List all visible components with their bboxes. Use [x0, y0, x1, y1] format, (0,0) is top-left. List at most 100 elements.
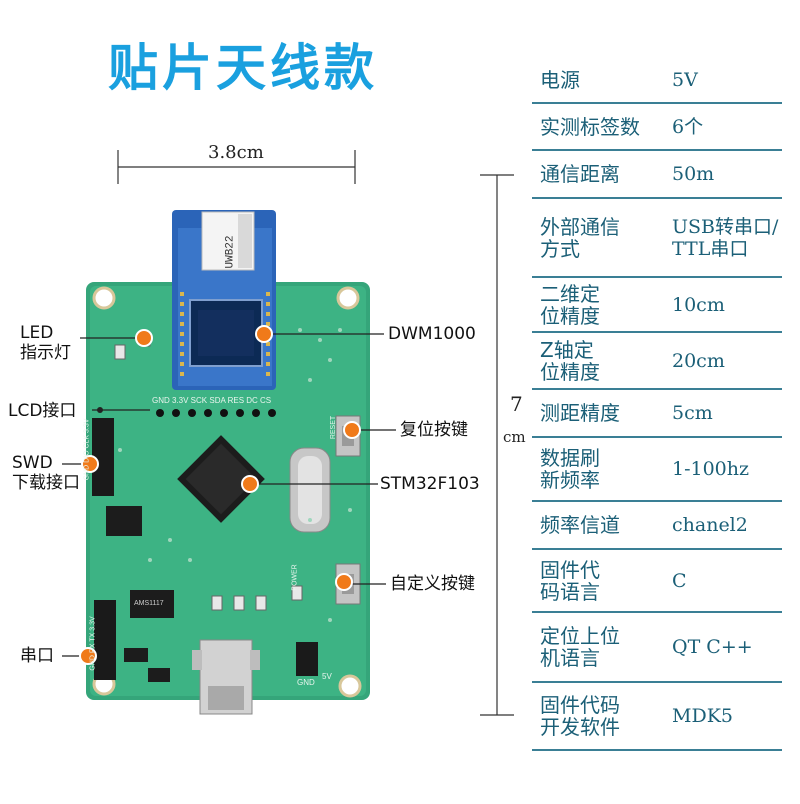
- spec-value-line: 50m: [672, 163, 715, 185]
- swd-header: [92, 418, 114, 496]
- spec-label-line: 二维定: [540, 281, 600, 306]
- module-label: UWB22: [224, 235, 237, 269]
- header-silkscreen: GND 3.3V SCK SDA RES DC CS: [152, 396, 272, 405]
- spec-row: 频率信道 chanel2: [532, 502, 782, 550]
- spec-label: 通信距离: [540, 163, 620, 185]
- spec-label-line: 测距精度: [540, 401, 620, 425]
- spec-row: 实测标签数 6个: [532, 104, 782, 151]
- spec-label-line: 定位上位: [540, 624, 620, 648]
- height-unit: cm: [503, 428, 526, 446]
- board-illustration: [62, 150, 514, 716]
- 5v-silkscreen: 5V: [322, 672, 332, 681]
- callout-led-line1: LED: [20, 323, 54, 343]
- spec-label-line: 机语言: [540, 646, 600, 670]
- small-chip: [106, 506, 142, 536]
- callout-dwm: DWM1000: [388, 324, 476, 344]
- spec-value-line: MDK5: [672, 705, 733, 727]
- spec-label-line: 位精度: [540, 359, 600, 384]
- spec-row: 固件代码开发软件 MDK5: [532, 683, 782, 751]
- width-label: 3.8cm: [208, 142, 264, 163]
- spec-value: C: [672, 570, 687, 592]
- callout-swd-line1: SWD: [12, 453, 53, 473]
- callout-dot-led: [135, 329, 153, 347]
- callout-swd: SWD 下载接口: [12, 453, 80, 493]
- spec-value-line: QT C++: [672, 636, 753, 658]
- gnd-silkscreen: GND: [297, 678, 315, 687]
- spec-label: 二维定位精度: [540, 283, 600, 327]
- spec-row: 电源 5V: [532, 58, 782, 104]
- callout-dot-dwm: [255, 325, 273, 343]
- callout-swd-line2: 下载接口: [12, 473, 80, 493]
- spec-value: MDK5: [672, 705, 733, 727]
- reset-silkscreen: RESET: [330, 415, 338, 440]
- uart-silkscreen: GND RX TX 3.3V: [89, 616, 97, 671]
- spec-value-line: 20cm: [672, 349, 725, 372]
- spec-row: 外部通信方式 USB转串口/TTL串口: [532, 199, 782, 278]
- spec-label: 固件代码开发软件: [540, 694, 620, 738]
- spec-label-line: 实测标签数: [540, 114, 640, 139]
- spec-value-line: 6个: [672, 115, 704, 138]
- spec-label-line: Z轴定: [540, 337, 594, 362]
- spec-value-line: 5V: [672, 69, 698, 91]
- spec-label: 电源: [540, 69, 580, 91]
- spec-value-line: 5cm: [672, 402, 713, 424]
- callout-led-line2: 指示灯: [20, 343, 71, 363]
- callout-uart: 串口: [20, 646, 54, 666]
- spec-label-line: 固件代: [540, 557, 600, 582]
- spec-label-line: 方式: [540, 236, 580, 261]
- swd-silkscreen: GND DIO CLK 3.3V: [83, 418, 91, 481]
- spec-label-line: 开发软件: [540, 715, 620, 739]
- callout-reset: 复位按键: [400, 420, 468, 440]
- spec-value: chanel2: [672, 514, 748, 536]
- spec-label: 定位上位机语言: [540, 625, 620, 669]
- spec-value: 50m: [672, 163, 714, 185]
- regulator-chip: [130, 590, 174, 618]
- height-number: 7: [510, 392, 523, 416]
- spec-row: 二维定位精度 10cm: [532, 278, 782, 333]
- spec-value-line: C: [672, 569, 687, 592]
- spec-value: 20cm: [672, 350, 725, 372]
- spec-label: 固件代码语言: [540, 559, 600, 603]
- spec-label: 实测标签数: [540, 116, 640, 138]
- page-title: 贴片天线款: [108, 39, 378, 97]
- callout-dot-lcd: [97, 407, 103, 413]
- spec-label: 频率信道: [540, 514, 620, 536]
- lcd-header: [156, 409, 276, 417]
- callout-lcd: LCD接口: [8, 401, 77, 421]
- spec-row: 定位上位机语言 QT C++: [532, 613, 782, 683]
- spec-label-line: 固件代码: [540, 693, 620, 717]
- regulator-silkscreen: AMS1117: [134, 600, 164, 607]
- spec-label-line: 位精度: [540, 303, 600, 328]
- callout-dot-reset: [343, 421, 361, 439]
- board-photo: UWB22 GND 3.3V SCK SDA RES DC CS GND DIO…: [8, 142, 526, 716]
- spec-label-line: 通信距离: [540, 162, 620, 186]
- mounting-hole: [336, 286, 360, 310]
- callout-dot-uart: [79, 647, 97, 665]
- spec-value: 1-100hz: [672, 458, 749, 480]
- spec-label-line: 电源: [540, 68, 580, 92]
- spec-label: 数据刷新频率: [540, 447, 600, 491]
- spec-label-line: 数据刷: [540, 446, 600, 470]
- spec-row: 测距精度 5cm: [532, 390, 782, 438]
- spec-label: 外部通信方式: [540, 216, 620, 260]
- callout-dot-custom: [335, 573, 353, 591]
- spec-value-line: 1-100hz: [672, 458, 750, 480]
- callout-led: LED 指示灯: [20, 323, 71, 363]
- spec-label-line: 码语言: [540, 579, 600, 604]
- spec-value: 5V: [672, 69, 698, 91]
- spec-row: 通信距离 50m: [532, 151, 782, 199]
- spec-value: USB转串口/TTL串口: [672, 216, 778, 260]
- spec-label-line: 新频率: [540, 468, 600, 492]
- callout-mcu: STM32F103: [380, 474, 480, 494]
- spec-label: Z轴定位精度: [540, 339, 600, 383]
- led: [114, 344, 126, 360]
- spec-value: 6个: [672, 116, 703, 138]
- spec-value-line: 10cm: [672, 293, 725, 316]
- spec-row: 数据刷新频率 1-100hz: [532, 438, 782, 502]
- callout-custom: 自定义按键: [390, 574, 475, 594]
- callout-dot-swd: [81, 455, 99, 473]
- mounting-hole: [92, 286, 116, 310]
- power-silkscreen: POWER: [291, 564, 299, 591]
- spec-value-line: TTL串口: [672, 237, 749, 260]
- spec-value: 10cm: [672, 294, 725, 316]
